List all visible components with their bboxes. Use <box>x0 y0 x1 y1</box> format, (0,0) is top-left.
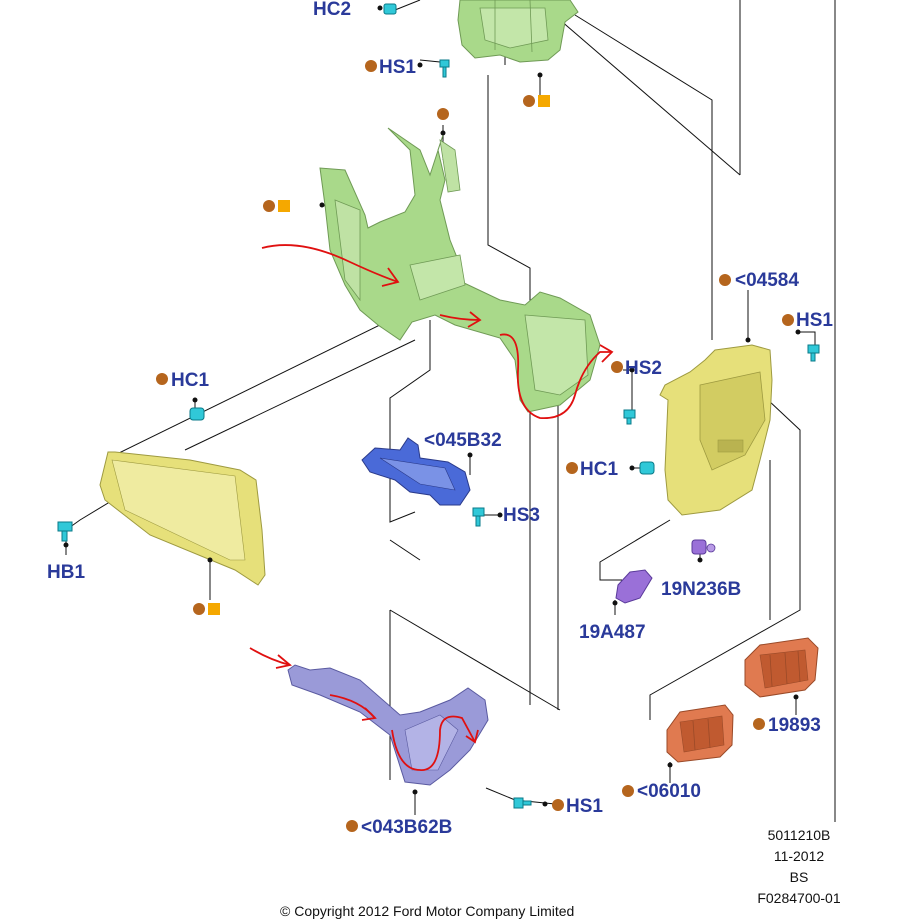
purple-bulb-socket <box>691 539 716 555</box>
drawing-info-block: 5011210B 11-2012 BS F0284700-01 <box>757 827 841 906</box>
right-air-vent <box>744 637 819 698</box>
blue-brace <box>361 437 471 506</box>
callout-hs2: HS2 <box>625 358 662 379</box>
screw-icon <box>807 344 820 362</box>
lower-lilac-brace <box>287 664 489 786</box>
left-air-vent <box>666 704 734 763</box>
screw-icon <box>57 521 73 542</box>
drawing-code: 5011210B <box>768 827 831 843</box>
drawing-initials: BS <box>790 869 809 885</box>
callout-19n236b: 19N236B <box>661 579 741 600</box>
drawing-date: 11-2012 <box>774 848 825 864</box>
callout-markers <box>156 60 794 832</box>
clip-icon <box>639 461 655 475</box>
callout-043b62b: <043B62B <box>361 817 452 838</box>
red-annotation-arrows <box>249 244 614 771</box>
callout-hc2: HC2 <box>313 0 351 20</box>
left-side-panel <box>99 451 266 586</box>
clip-icon <box>189 407 205 421</box>
rear-console-panel <box>659 344 773 516</box>
callout-hb1: HB1 <box>47 562 85 583</box>
callout-hc1-left: HC1 <box>171 370 209 391</box>
fasteners <box>57 3 820 809</box>
callout-hs3: HS3 <box>503 505 540 526</box>
screw-icon <box>623 409 636 425</box>
screw-icon <box>513 797 532 809</box>
callout-hs1-right: HS1 <box>796 310 833 331</box>
callout-labels: HC2 HS1 <04584 HS1 HC1 HS2 <045B32 HC1 H… <box>47 0 833 838</box>
main-console-bracket <box>319 127 601 413</box>
leader-lines <box>65 0 836 822</box>
callout-hs1-top: HS1 <box>379 57 416 78</box>
callout-19893: 19893 <box>768 715 821 736</box>
callout-hs1-bottom: HS1 <box>566 796 603 817</box>
callout-045b32: <045B32 <box>424 430 502 451</box>
copyright-notice: © Copyright 2012 Ford Motor Company Limi… <box>280 903 574 919</box>
callout-04584: <04584 <box>735 270 799 291</box>
clip-icon <box>383 3 397 15</box>
upper-console-bracket <box>457 0 579 63</box>
purple-lamp-housing <box>615 569 653 604</box>
screw-icon <box>439 59 450 78</box>
callout-hc1-right: HC1 <box>580 459 618 480</box>
callout-19a487: 19A487 <box>579 622 646 643</box>
figure-id: F0284700-01 <box>757 890 841 906</box>
callout-06010: <06010 <box>637 781 701 802</box>
screw-icon <box>472 507 485 527</box>
leader-dots <box>63 5 801 807</box>
